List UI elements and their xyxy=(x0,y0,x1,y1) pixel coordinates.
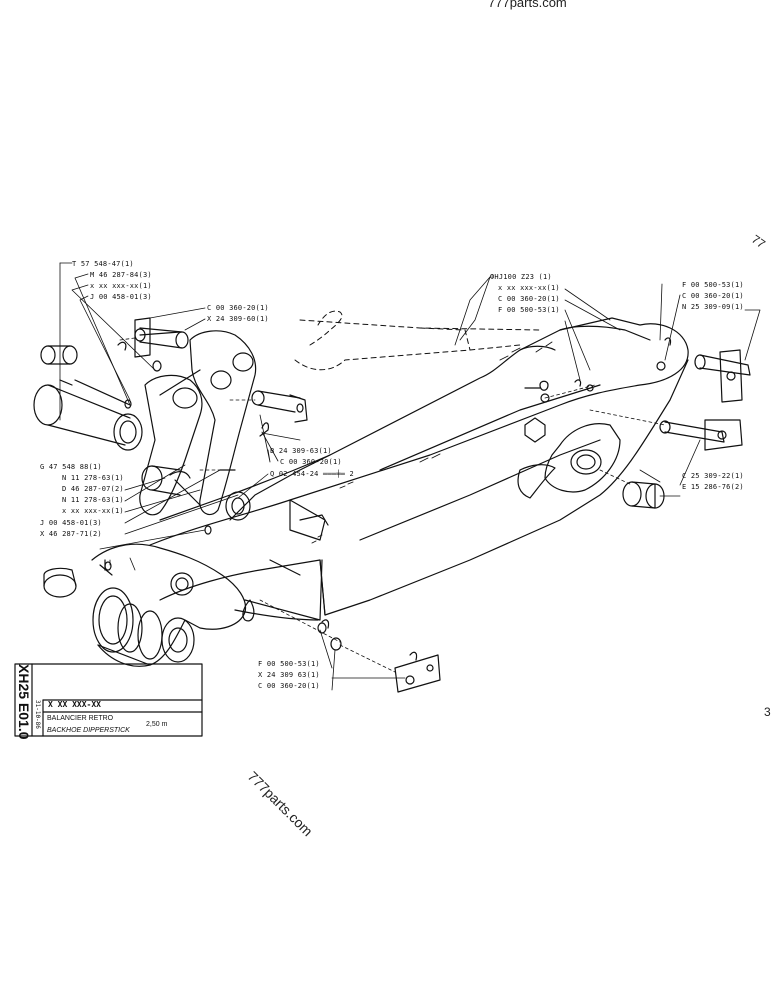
arm-markings xyxy=(311,341,553,544)
boom-phantom xyxy=(294,310,541,371)
callout-n25309: N 25 309-09(1) xyxy=(682,303,744,311)
callout-xxx-3: x xx xxx-xx(1) xyxy=(498,284,560,292)
callout-xxx-2: x xx xxx-xx(1) xyxy=(62,507,124,515)
bucket-linkage xyxy=(43,543,247,667)
callout-xxx-1: x xx xxx-xx(1) xyxy=(90,282,152,290)
assembly-name-fr: BALANCIER RETRO xyxy=(47,715,114,722)
callout-c00360-d: C 00 360-20(1) xyxy=(682,292,744,300)
callout-q02454: Q 02 454-24 ═══╪═ 2 xyxy=(270,470,354,478)
callout-m46287: M 46 287-84(3) xyxy=(90,271,152,279)
callout-c00360-b: C 00 360-20(1) xyxy=(280,458,342,466)
assembly-name-en: BACKHOE DIPPERSTICK xyxy=(47,727,130,734)
callout-x46287: X 46 287-71(2) xyxy=(40,530,102,538)
drawing-date-text: 31-10-86 xyxy=(34,700,41,729)
callout-n11278-a: N 11 278-63(1) xyxy=(62,474,124,482)
callout-c00360-a: C 00 360-20(1) xyxy=(207,304,269,312)
callout-b24309: B 24 309-63(1) xyxy=(270,447,332,455)
callout-f00500-b: F 00 500-53(1) xyxy=(682,281,744,289)
arm-boss xyxy=(517,417,621,499)
link-plates xyxy=(139,330,257,516)
callout-f00500-c: F 00 500-53(1) xyxy=(258,660,320,668)
callout-n11278-b: N 11 278-63(1) xyxy=(62,496,124,504)
callout-g47548: G 47 548 88(1) xyxy=(40,463,102,471)
assembly-code: X XX XXX-XX xyxy=(48,700,101,709)
callout-c00360-e: C 00 360-20(1) xyxy=(258,682,320,690)
callout-t57548: T 57 548-47(1) xyxy=(72,260,134,268)
title-block-frame xyxy=(14,663,203,737)
callout-j00458-a: J 00 458-01(3) xyxy=(90,293,152,301)
right-pins xyxy=(317,337,751,693)
leader-dashes xyxy=(119,337,666,673)
callout-c00360-c: C 00 360-20(1) xyxy=(498,295,560,303)
leader-lines xyxy=(59,262,761,691)
watermark-edge: 3 xyxy=(764,705,771,719)
callout-hj100: ФHJ100 Z23 (1) xyxy=(490,273,552,281)
drawing-date: 31-10-86 xyxy=(32,700,42,736)
watermark-top: 777parts.com xyxy=(488,0,567,10)
callout-j00458-b: J 00 458-01(3) xyxy=(40,519,102,527)
callout-f00500-a: F 00 500-53(1) xyxy=(498,306,560,314)
callout-x24309-b: X 24 309 63(1) xyxy=(258,671,320,679)
drawing-reference: XH25 E01.0 xyxy=(16,664,32,740)
callout-c25309: C 25 309-22(1) xyxy=(682,472,744,480)
drawing-reference-code: XH25 E01.0 xyxy=(16,664,32,740)
left-pins xyxy=(33,317,308,571)
assembly-size: 2,50 m xyxy=(146,721,168,728)
callout-d46287: D 46 287-07(2) xyxy=(62,485,124,493)
callout-e15286: E 15 286-76(2) xyxy=(682,483,744,491)
callout-x24309-a: X 24 309-60(1) xyxy=(207,315,269,323)
